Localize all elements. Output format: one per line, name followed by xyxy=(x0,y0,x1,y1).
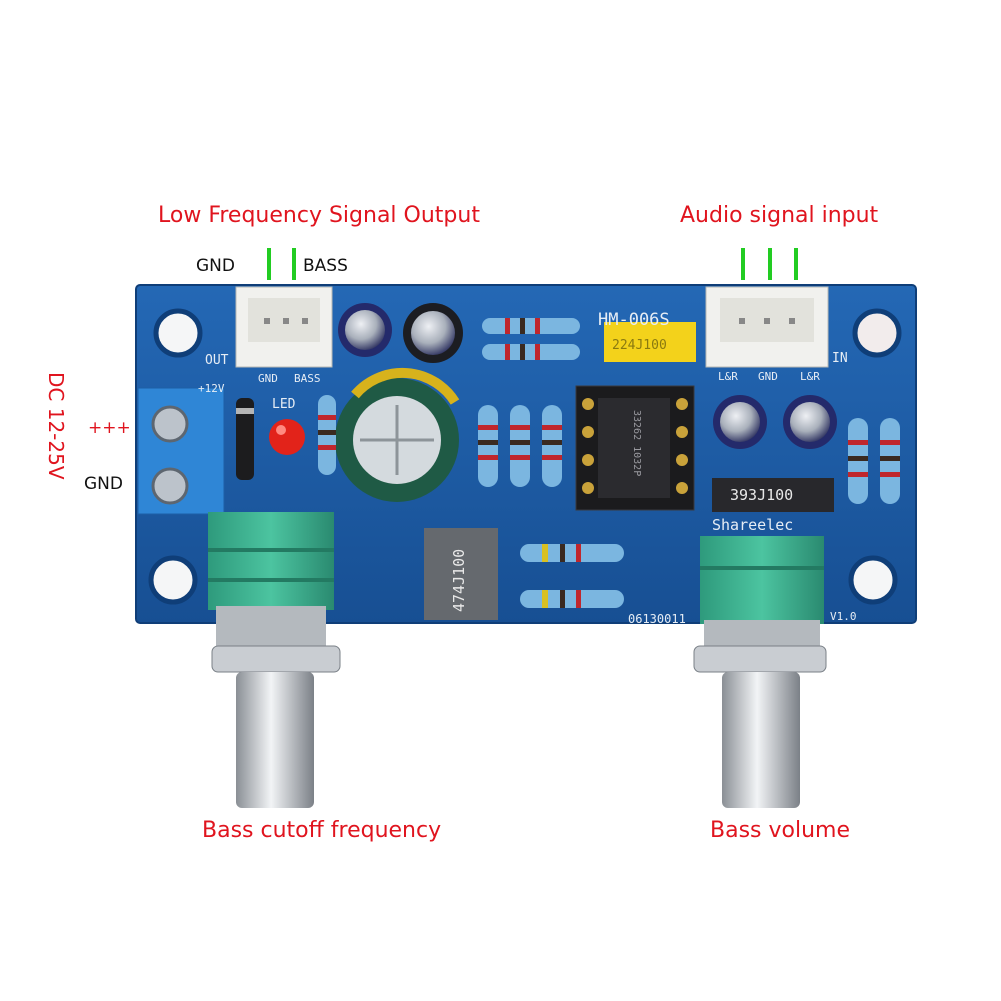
grey-film-capacitor xyxy=(424,528,498,620)
film-cap-text: 474J100 xyxy=(450,549,468,612)
power-callout: DC 12-25V xyxy=(44,372,68,480)
resistor xyxy=(482,318,580,334)
board-in-text: IN xyxy=(832,351,848,366)
output-callout: Low Frequency Signal Output xyxy=(158,203,480,228)
resistor xyxy=(510,405,530,487)
resistor xyxy=(478,405,498,487)
chip-marking-text: 33262 1032P xyxy=(631,410,642,476)
yellow-cap-text: 224J100 xyxy=(612,338,667,353)
input-connector xyxy=(705,286,829,368)
electrolytic-capacitor xyxy=(403,303,463,363)
pin-marker xyxy=(741,248,745,280)
input-callout: Audio signal input xyxy=(680,203,879,228)
power-terminal-block xyxy=(137,387,225,515)
board-12v-text: +12V xyxy=(198,382,225,395)
resistor xyxy=(520,590,624,608)
board-in-lr-2-text: L&R xyxy=(800,370,820,383)
output-connector xyxy=(235,286,333,368)
board-out-bass-text: BASS xyxy=(294,372,321,385)
electrolytic-capacitor xyxy=(783,395,837,449)
ic-socket xyxy=(575,385,695,511)
power-plus-label: +++ xyxy=(88,418,131,438)
knob-right-callout: Bass volume xyxy=(710,818,850,843)
blue-cap-text: 393J100 xyxy=(730,486,793,504)
mounting-hole xyxy=(852,308,902,358)
board-serial-text: 06130011 xyxy=(628,612,686,626)
board-out-text: OUT xyxy=(205,353,229,368)
potentiometer-left xyxy=(208,512,341,808)
red-led xyxy=(269,419,305,455)
board-led-text: LED xyxy=(272,397,296,412)
pin-marker xyxy=(794,248,798,280)
board-version-text: V1.0 xyxy=(830,610,857,623)
knob-left-callout: Bass cutoff frequency xyxy=(202,818,442,843)
resistor xyxy=(520,544,624,562)
resistor xyxy=(542,405,562,487)
potentiometer-right xyxy=(693,536,827,808)
board-out-gnd-text: GND xyxy=(258,372,278,385)
output-bass-label: BASS xyxy=(303,256,348,276)
resistor xyxy=(318,395,336,475)
resistor xyxy=(848,418,868,504)
large-electrolytic-capacitor xyxy=(335,367,460,502)
board-in-gnd-text: GND xyxy=(758,370,778,383)
electrolytic-capacitor xyxy=(713,395,767,449)
pin-marker xyxy=(292,248,296,280)
board-model-text: HM-006S xyxy=(598,310,670,330)
power-gnd-label: GND xyxy=(84,474,123,494)
output-gnd-label: GND xyxy=(196,256,235,276)
board-in-lr-1-text: L&R xyxy=(718,370,738,383)
electrolytic-capacitor xyxy=(338,303,392,357)
mounting-hole xyxy=(148,555,198,605)
blue-film-capacitor xyxy=(712,478,834,512)
resistor xyxy=(880,418,900,504)
mounting-hole xyxy=(848,555,898,605)
resistor xyxy=(482,344,580,360)
yellow-film-capacitor xyxy=(604,322,696,362)
pin-marker xyxy=(768,248,772,280)
mounting-hole xyxy=(153,308,203,358)
pin-marker xyxy=(267,248,271,280)
board-brand-text: Shareelec xyxy=(712,516,793,534)
diode xyxy=(236,398,254,480)
